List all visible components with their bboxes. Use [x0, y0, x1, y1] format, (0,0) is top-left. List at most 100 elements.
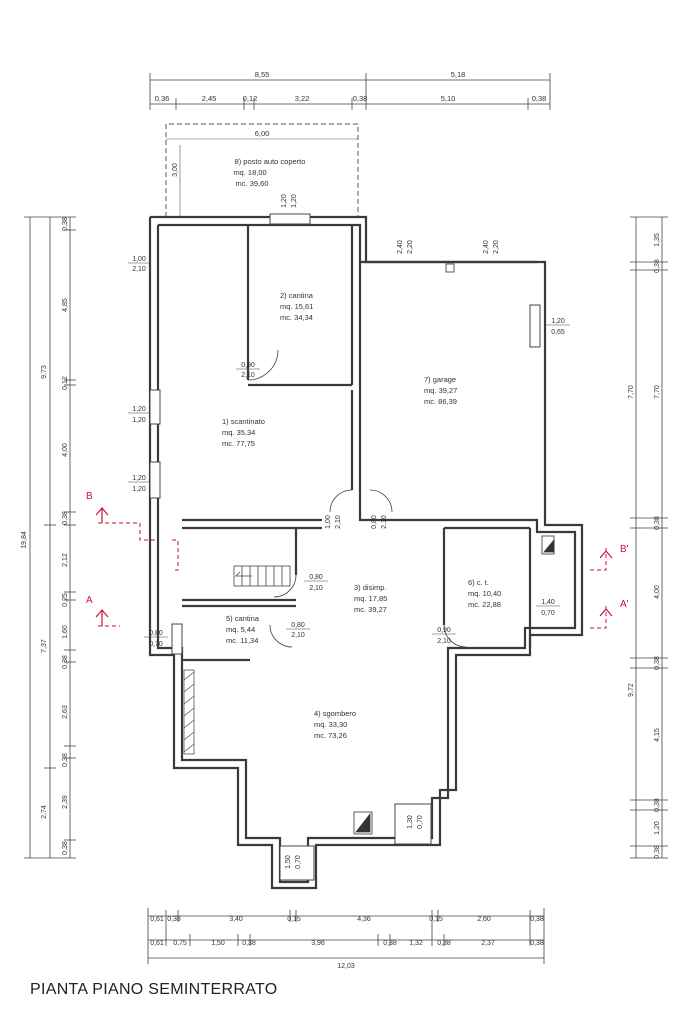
svg-text:1,20: 1,20 — [132, 417, 146, 424]
top-dimensions — [149, 73, 551, 110]
opening-label-d2: 1,00 2,10 — [325, 515, 342, 529]
svg-text:8) posto auto coperto: 8) posto auto coperto — [235, 157, 306, 166]
shaft-symbols — [353, 263, 555, 835]
dim-right-seg: 4,15 — [654, 728, 661, 742]
svg-text:mq. 35,34: mq. 35,34 — [222, 428, 255, 437]
room-label-6: 6) c. t. mq. 10,40 mc. 22,88 — [468, 578, 501, 609]
svg-text:0,70: 0,70 — [149, 641, 163, 648]
dim-bottom-seg: 2,37 — [481, 940, 495, 947]
section-label-b-prime: B' — [620, 544, 629, 555]
dim-left-seg: 0,38 — [62, 511, 69, 525]
svg-text:1,20: 1,20 — [291, 194, 298, 208]
dim-left-mid: 7,37 — [41, 639, 48, 653]
staircase — [233, 565, 291, 587]
dim-right-seg: 0,38 — [654, 656, 661, 670]
dim-top-total-left: 8,55 — [255, 70, 270, 79]
svg-text:1,20: 1,20 — [132, 475, 146, 482]
svg-text:5) cantina: 5) cantina — [226, 614, 260, 623]
opening-label-d3: 0,80 2,10 — [371, 515, 388, 529]
dim-left-seg: 0,38 — [62, 655, 69, 669]
dim-left-seg: 4,85 — [62, 298, 69, 312]
svg-text:mc. 86,39: mc. 86,39 — [424, 397, 457, 406]
dim-right-seg: 0,38 — [654, 259, 661, 273]
svg-text:mc. 11,34: mc. 11,34 — [226, 636, 258, 645]
svg-text:1,20: 1,20 — [551, 318, 565, 325]
dim-left-seg: 2,39 — [62, 795, 69, 809]
room-label-7: 7) garage mq. 39,27 mc. 86,39 — [424, 375, 457, 406]
dim-left-mid: 9,73 — [41, 365, 48, 379]
dim-left-seg: 0,38 — [62, 841, 69, 855]
dim-right-seg: 1,35 — [654, 233, 661, 247]
dim-right-seg: 1,20 — [654, 821, 661, 835]
svg-text:mc. 73,26: mc. 73,26 — [314, 731, 347, 740]
opening-label-w8: 1,30 0,70 — [407, 815, 424, 829]
dim-bottom-seg: 0,75 — [173, 940, 187, 947]
svg-text:mq. 17,85: mq. 17,85 — [354, 594, 387, 603]
svg-text:2,20: 2,20 — [493, 240, 500, 254]
dim-right-seg: 0,38 — [654, 798, 661, 812]
dim-right-seg: 0,38 — [654, 516, 661, 530]
opening-label-d1: 0,90 2,10 — [236, 362, 260, 379]
dim-left-seg: 2,12 — [62, 553, 69, 567]
dim-bottom-seg: 2,60 — [477, 916, 491, 923]
svg-text:0,80: 0,80 — [149, 630, 163, 637]
svg-text:1,20: 1,20 — [132, 406, 146, 413]
left-dimensions — [24, 216, 76, 859]
carport-depth-dim: 3,00 — [172, 163, 179, 177]
svg-text:2,40: 2,40 — [483, 240, 490, 254]
opening-label-g1: 2,40 2,20 — [397, 240, 414, 254]
carport-outline — [165, 123, 359, 217]
opening-label-d5: 0,80 2,10 — [286, 622, 310, 639]
dim-top-seg: 0,38 — [532, 94, 547, 103]
opening-label-w4: 1,20 1,20 — [281, 194, 298, 208]
svg-text:0,65: 0,65 — [551, 329, 565, 336]
dim-bottom-seg: 3,40 — [229, 916, 243, 923]
svg-text:0,90: 0,90 — [241, 362, 255, 369]
dim-bottom-seg: 4,36 — [357, 916, 371, 923]
dim-top-seg: 3,22 — [295, 94, 310, 103]
dim-left-seg: 2,63 — [62, 705, 69, 719]
svg-text:1,30: 1,30 — [407, 815, 414, 829]
svg-text:0,70: 0,70 — [417, 815, 424, 829]
dim-right-seg: 4,00 — [654, 585, 661, 599]
svg-text:1,50: 1,50 — [285, 855, 292, 869]
opening-label-d6: 0,90 2,10 — [432, 627, 456, 645]
room-label-3: 3) disimp. mq. 17,85 mc. 39,27 — [354, 583, 387, 614]
svg-text:mq. 5,44: mq. 5,44 — [226, 625, 255, 634]
svg-text:mc. 39,60: mc. 39,60 — [236, 179, 269, 188]
svg-text:1) scantinato: 1) scantinato — [222, 417, 265, 426]
opening-label-w1: 1,00 2,10 — [128, 256, 150, 273]
svg-text:2,20: 2,20 — [407, 240, 414, 254]
dim-right-seg: 0,38 — [654, 845, 661, 859]
dim-right-mid: 9,72 — [628, 683, 635, 697]
svg-text:mc. 77,75: mc. 77,75 — [222, 439, 255, 448]
room-label-4: 4) sgombero mq. 33,30 mc. 73,26 — [314, 709, 356, 740]
opening-label-g2: 2,40 2,20 — [483, 240, 500, 254]
right-dimensions — [630, 216, 668, 859]
svg-text:0,90: 0,90 — [437, 627, 451, 634]
dim-left-seg: 1,60 — [62, 625, 69, 639]
hatched-wall — [183, 669, 195, 755]
svg-text:1,00: 1,00 — [132, 256, 146, 263]
dim-bottom-seg: 1,50 — [211, 940, 225, 947]
svg-text:1,20: 1,20 — [281, 194, 288, 208]
dim-left-mid: 2,74 — [41, 805, 48, 819]
dim-right-seg: 7,70 — [654, 385, 661, 399]
dim-top-seg: 5,10 — [441, 94, 456, 103]
dim-top-seg: 0,38 — [353, 94, 368, 103]
svg-text:mc. 34,34: mc. 34,34 — [280, 313, 313, 322]
section-label-a: A — [86, 595, 93, 606]
svg-text:mq. 10,40: mq. 10,40 — [468, 589, 501, 598]
opening-label-w2: 1,20 1,20 — [128, 406, 150, 424]
dim-left-seg: 0,38 — [62, 217, 69, 231]
walls — [148, 215, 584, 890]
opening-label-d4: 0,80 2,10 — [304, 574, 328, 592]
dim-top-seg: 2,45 — [202, 94, 217, 103]
svg-text:0,80: 0,80 — [371, 515, 378, 529]
svg-text:2,10: 2,10 — [437, 638, 451, 645]
dim-bottom-seg: 0,38 — [530, 940, 544, 947]
dim-bottom-seg: 0,38 — [383, 940, 397, 947]
svg-text:0,80: 0,80 — [309, 574, 323, 581]
carport-width-dim: 6,00 — [255, 129, 270, 138]
